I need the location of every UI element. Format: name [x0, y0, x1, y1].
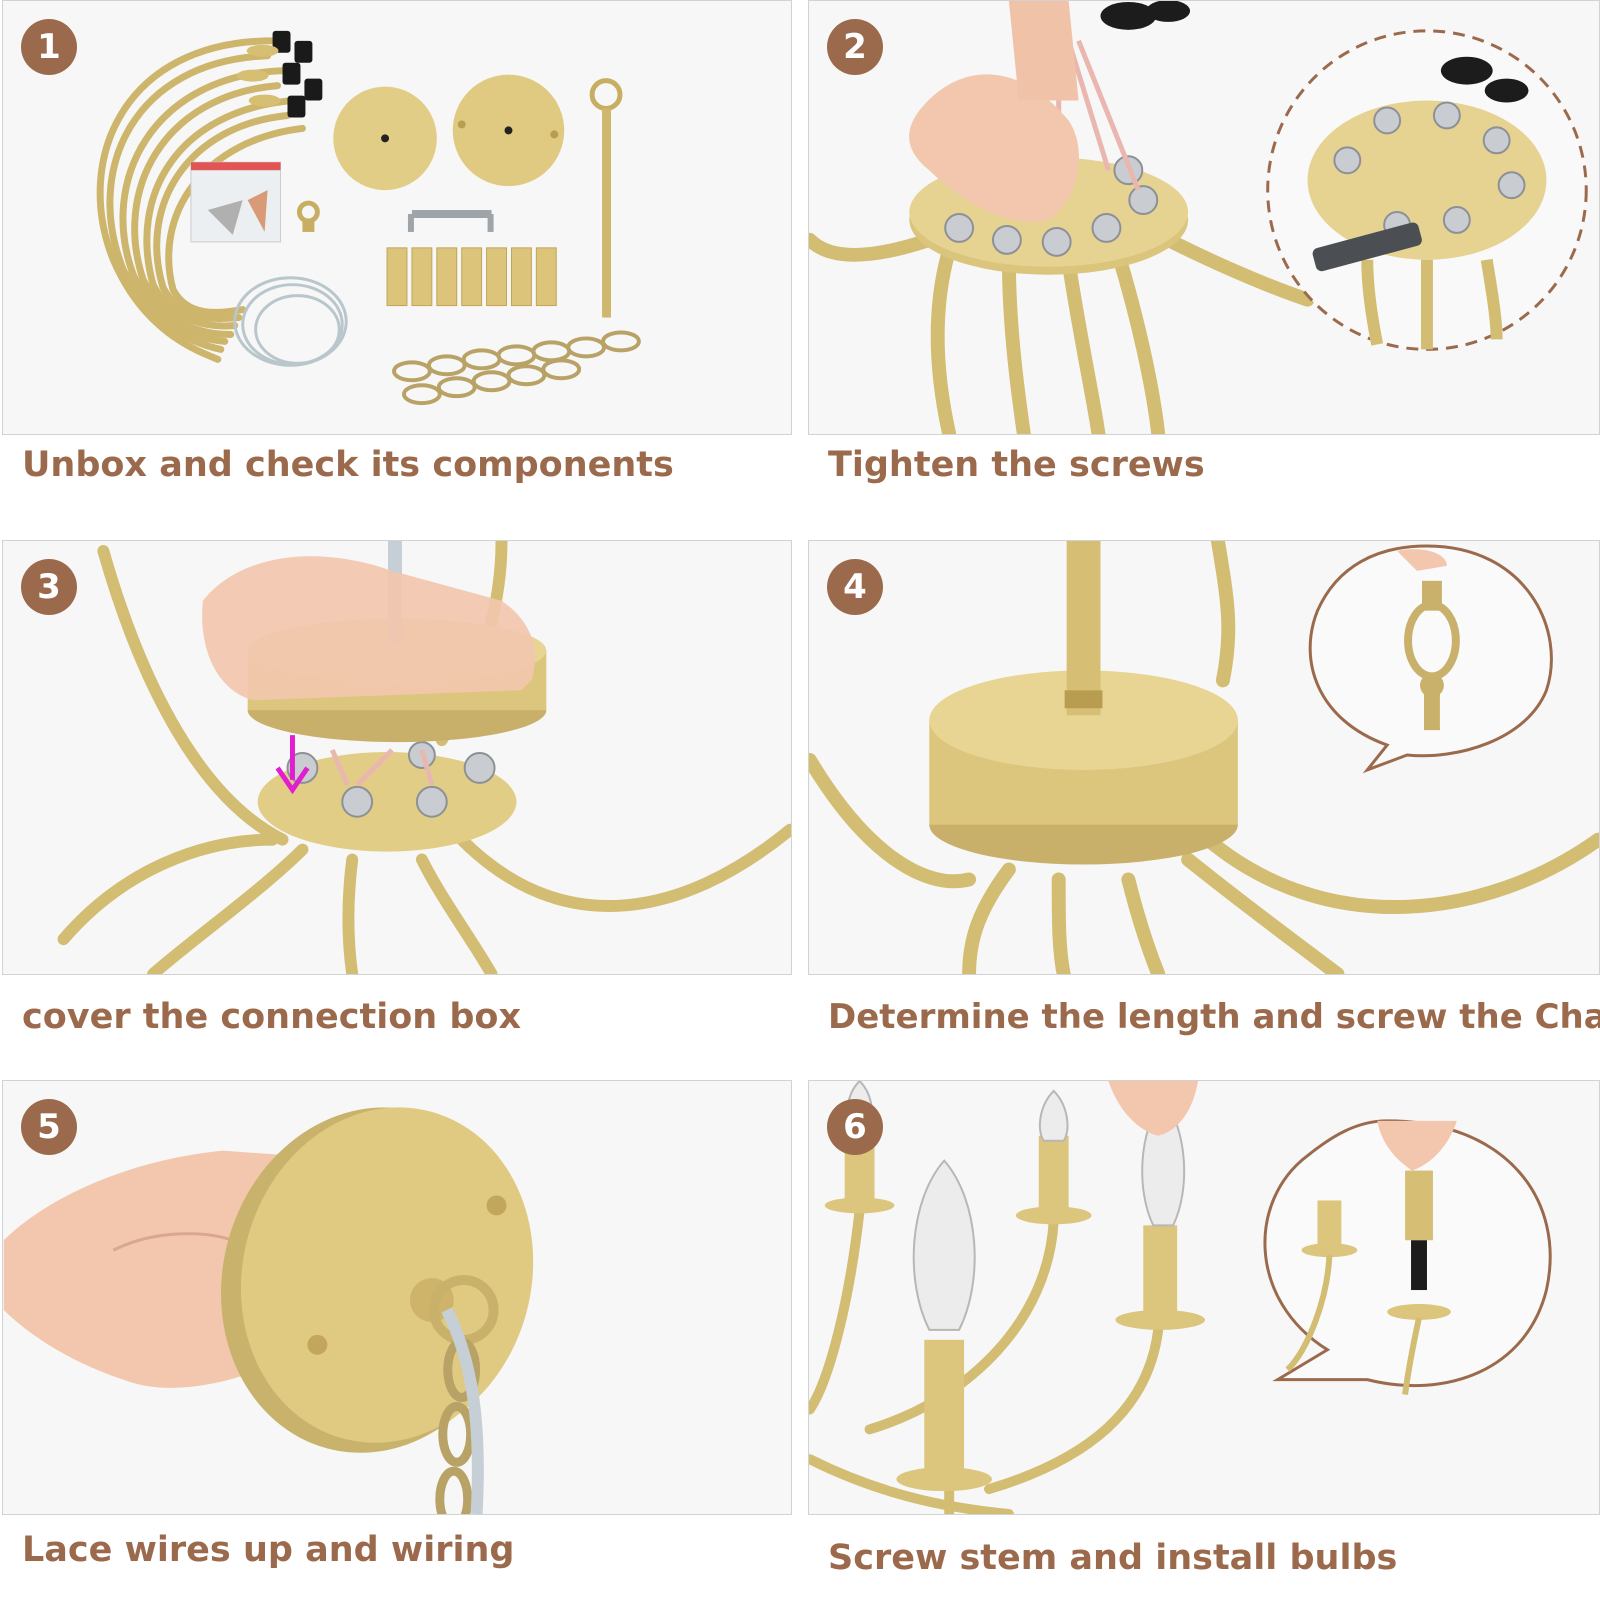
step-4-caption: Determine the length and screw the Chain: [828, 997, 1600, 1037]
components-illustration: [3, 1, 791, 434]
step-3-caption: cover the connection box: [22, 997, 522, 1037]
step-6-panel: 6: [808, 1080, 1600, 1515]
step-1-panel: 1: [2, 0, 792, 435]
chain-length-illustration: [809, 541, 1599, 974]
step-2-caption: Tighten the screws: [828, 445, 1205, 485]
step-number-badge: 2: [827, 19, 883, 75]
step-number-badge: 5: [21, 1099, 77, 1155]
tighten-screws-illustration: [809, 1, 1599, 434]
step-5-panel: 5: [2, 1080, 792, 1515]
step-6-caption: Screw stem and install bulbs: [828, 1538, 1398, 1578]
install-bulbs-illustration: [809, 1081, 1599, 1514]
step-number-badge: 1: [21, 19, 77, 75]
arrow-down-icon: [275, 735, 310, 795]
cover-box-illustration: [3, 541, 791, 974]
zoom-callout-icon: [1266, 29, 1588, 351]
step-2-panel: 2: [808, 0, 1600, 435]
step-number-badge: 3: [21, 559, 77, 615]
step-3-panel: 3: [2, 540, 792, 975]
step-4-panel: 4: [808, 540, 1600, 975]
step-number-badge: 6: [827, 1099, 883, 1155]
step-number-badge: 4: [827, 559, 883, 615]
lace-wires-illustration: [3, 1081, 791, 1514]
step-5-caption: Lace wires up and wiring: [22, 1530, 515, 1570]
step-1-caption: Unbox and check its components: [22, 445, 674, 485]
zoom-callout-icon: [1308, 544, 1553, 774]
zoom-callout-icon: [1263, 1119, 1552, 1395]
